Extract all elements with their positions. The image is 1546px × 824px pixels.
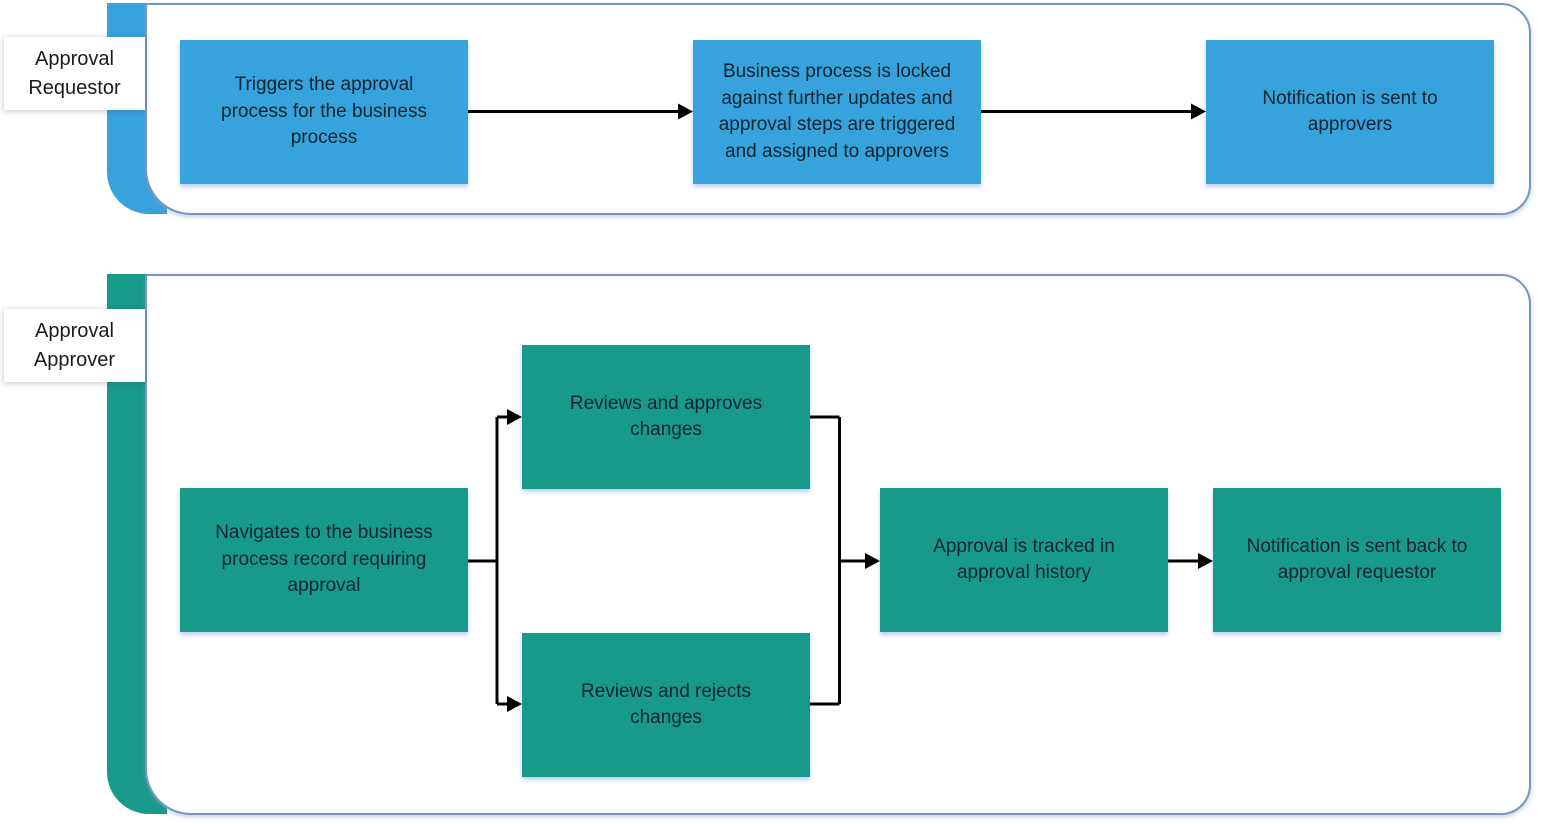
step-reviews-approves: Reviews and approves changes	[522, 345, 810, 489]
approver-lane-label: Approval Approver	[4, 309, 145, 382]
step-notification-to-approvers: Notification is sent to approvers	[1206, 40, 1494, 184]
step-business-process-locked: Business process is locked against furth…	[693, 40, 981, 184]
requestor-lane-label: Approval Requestor	[4, 37, 145, 110]
step-notification-to-requestor: Notification is sent back to approval re…	[1213, 488, 1501, 632]
step-navigates-to-record: Navigates to the business process record…	[180, 488, 468, 632]
step-triggers-approval-process: Triggers the approval process for the bu…	[180, 40, 468, 184]
step-reviews-rejects: Reviews and rejects changes	[522, 633, 810, 777]
step-approval-tracked: Approval is tracked in approval history	[880, 488, 1168, 632]
